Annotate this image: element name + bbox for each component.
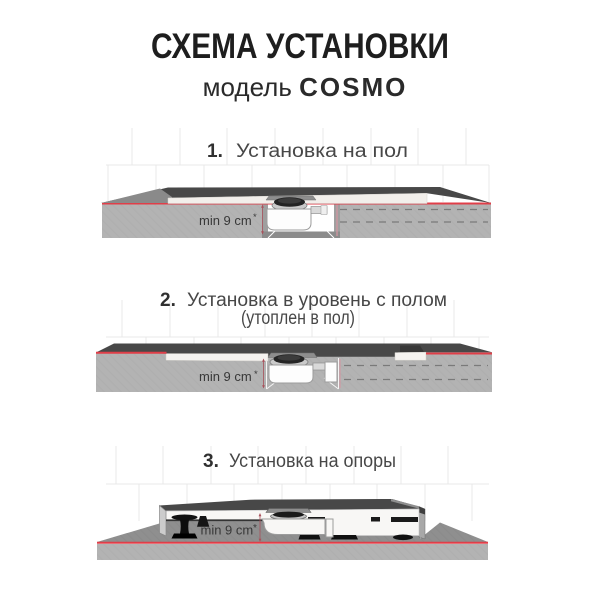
svg-text:*: * bbox=[254, 369, 258, 380]
svg-text:Установка на опоры: Установка на опоры bbox=[229, 451, 396, 472]
svg-text:*: * bbox=[253, 212, 257, 223]
svg-text:*: * bbox=[253, 523, 257, 534]
svg-text:модель COSMO: модель COSMO bbox=[203, 72, 408, 102]
svg-text:1.: 1. bbox=[207, 141, 223, 162]
svg-text:min 9 cm: min 9 cm bbox=[201, 523, 254, 538]
svg-text:Установка на пол: Установка на пол bbox=[236, 141, 408, 162]
svg-text:2.: 2. bbox=[160, 290, 176, 311]
svg-text:Установка в уровень с полом: Установка в уровень с полом bbox=[187, 290, 447, 311]
svg-text:3.: 3. bbox=[203, 451, 219, 472]
svg-text:(утоплен в пол): (утоплен в пол) bbox=[241, 308, 355, 329]
svg-text:min 9 cm: min 9 cm bbox=[199, 213, 252, 228]
svg-text:min 9 cm: min 9 cm bbox=[199, 369, 252, 384]
svg-text:СХЕМА УСТАНОВКИ: СХЕМА УСТАНОВКИ bbox=[151, 27, 449, 66]
